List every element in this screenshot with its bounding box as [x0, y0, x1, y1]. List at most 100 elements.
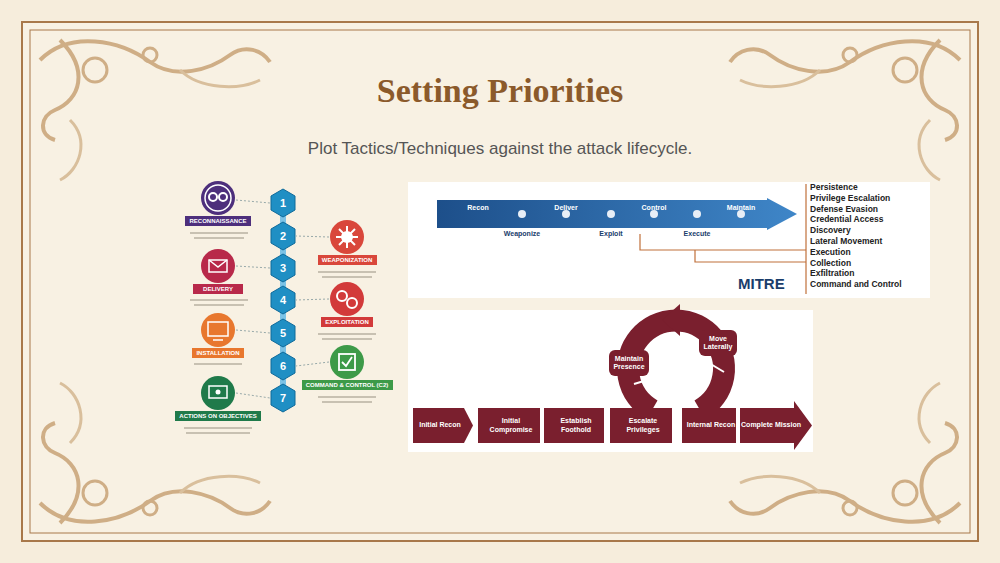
leader-lines	[236, 200, 329, 398]
tactic-name: Privilege Escalation	[810, 194, 890, 203]
slide-title: Setting Priorities	[377, 72, 623, 110]
tactic-name: Credential Access	[810, 215, 883, 224]
tactic-name: Defense Evasion	[810, 205, 878, 214]
phase-icons	[201, 181, 364, 410]
bracket-line	[695, 250, 806, 262]
phase-dot	[518, 210, 526, 218]
logo-text: MITRE	[738, 276, 785, 293]
lifecycle-step: Establish Foothold	[544, 408, 604, 443]
callout-number: 5	[280, 327, 286, 340]
cycle-gap	[704, 360, 724, 372]
lifecycle-step: Initial Recon	[413, 408, 473, 443]
callout-number: 3	[280, 262, 286, 275]
node-outline	[192, 348, 244, 358]
node-outline	[544, 408, 604, 443]
phase-label: RECONNAISSANCE	[185, 216, 251, 226]
node-outline	[321, 317, 373, 327]
phase-dot	[650, 210, 658, 218]
arrow-body	[437, 198, 797, 230]
phase-name: Deliver	[554, 204, 577, 212]
node-outline	[193, 284, 243, 294]
node-outline	[271, 254, 295, 282]
node-outline	[271, 319, 295, 347]
phase-number: 2	[271, 222, 295, 250]
lifecycle-step: Escalate Privileges	[610, 408, 672, 443]
tactic-name: Discovery	[810, 226, 851, 235]
node-outline	[302, 380, 393, 390]
description-lines	[184, 233, 376, 433]
node-outline	[185, 216, 251, 226]
step-name: ACTIONS ON OBJECTIVES	[179, 413, 256, 420]
tactic-name: Execution	[810, 248, 851, 257]
step-name: Escalate Privileges	[614, 417, 672, 433]
step-name: DELIVERY	[203, 286, 233, 293]
tactic-name: Collection	[810, 259, 851, 268]
phase-number: 6	[271, 352, 295, 380]
phase-name: Weaponize	[504, 230, 540, 238]
phase-name: Control	[642, 204, 667, 212]
phase-name: Execute	[684, 230, 711, 238]
tactic-name: Lateral Movement	[810, 237, 882, 246]
tactic-name: Command and Control	[810, 280, 902, 289]
subtitle: Plot Tactics/Techniques against the atta…	[308, 140, 692, 159]
phase-number: 1	[271, 189, 295, 217]
callout-number: 7	[280, 392, 286, 405]
node-outline	[740, 401, 812, 450]
step-name: Move Laterally	[699, 335, 737, 351]
phase-name: Exploit	[599, 230, 622, 238]
step-name: WEAPONIZATION	[322, 257, 373, 264]
step-name: EXPLOITATION	[325, 319, 368, 326]
phase-label: WEAPONIZATION	[318, 255, 377, 265]
step-name: RECONNAISSANCE	[189, 218, 246, 225]
phase-number: 4	[271, 286, 295, 314]
phase-number: 7	[271, 384, 295, 412]
node-outline	[271, 189, 295, 217]
phase-dot	[693, 210, 701, 218]
node-outline	[318, 255, 377, 265]
phase-label: INSTALLATION	[192, 348, 244, 358]
node-outline	[271, 222, 295, 250]
callout-number: 4	[280, 294, 286, 307]
node-outline	[610, 408, 672, 443]
step-name: Establish Foothold	[548, 417, 604, 433]
tactic-name: Persistence	[810, 183, 858, 192]
node-outline	[271, 286, 295, 314]
corner-flourish	[40, 383, 270, 523]
phase-number: 3	[271, 254, 295, 282]
node-outline	[413, 408, 473, 443]
node-outline	[682, 408, 736, 443]
phase-dot	[562, 210, 570, 218]
callout-number: 1	[280, 197, 286, 210]
lifecycle-step: Internal Recon	[682, 408, 736, 443]
node-outline	[271, 352, 295, 380]
callout-number: 2	[280, 230, 286, 243]
cycle-arrowhead	[662, 304, 680, 336]
tactic-name: Exfiltration	[810, 269, 854, 278]
lifecycle-panel	[408, 310, 813, 452]
step-name: Initial Compromise	[482, 417, 540, 433]
phase-number: 5	[271, 319, 295, 347]
corner-flourish	[730, 40, 960, 180]
mitre-panel	[408, 182, 930, 298]
phase-dot	[737, 210, 745, 218]
phase-label: COMMAND & CONTROL (C2)	[302, 380, 393, 390]
cycle-gap	[634, 378, 654, 384]
step-name: Initial Recon	[419, 421, 461, 429]
inner-frame	[30, 30, 970, 533]
phase-label: EXPLOITATION	[321, 317, 373, 327]
phase-label: ACTIONS ON OBJECTIVES	[175, 411, 261, 421]
lifecycle-arrow: ReconWeaponize DeliverExploit ControlExecu…	[437, 198, 797, 242]
node-outline	[271, 384, 295, 412]
phase-name: Maintain	[727, 204, 755, 212]
cycle-step: Maintain Presence	[609, 350, 649, 376]
step-name: Complete Mission	[741, 421, 801, 429]
phase-name: Recon	[467, 204, 488, 212]
phase-label: DELIVERY	[193, 284, 243, 294]
step-name: COMMAND & CONTROL (C2)	[306, 382, 389, 389]
step-name: Maintain Presence	[609, 355, 649, 371]
node-outline	[175, 411, 261, 421]
phase-dot	[607, 210, 615, 218]
lifecycle-step: Complete Mission	[740, 401, 812, 450]
bracket-line	[640, 234, 806, 250]
corner-flourish	[40, 40, 270, 180]
